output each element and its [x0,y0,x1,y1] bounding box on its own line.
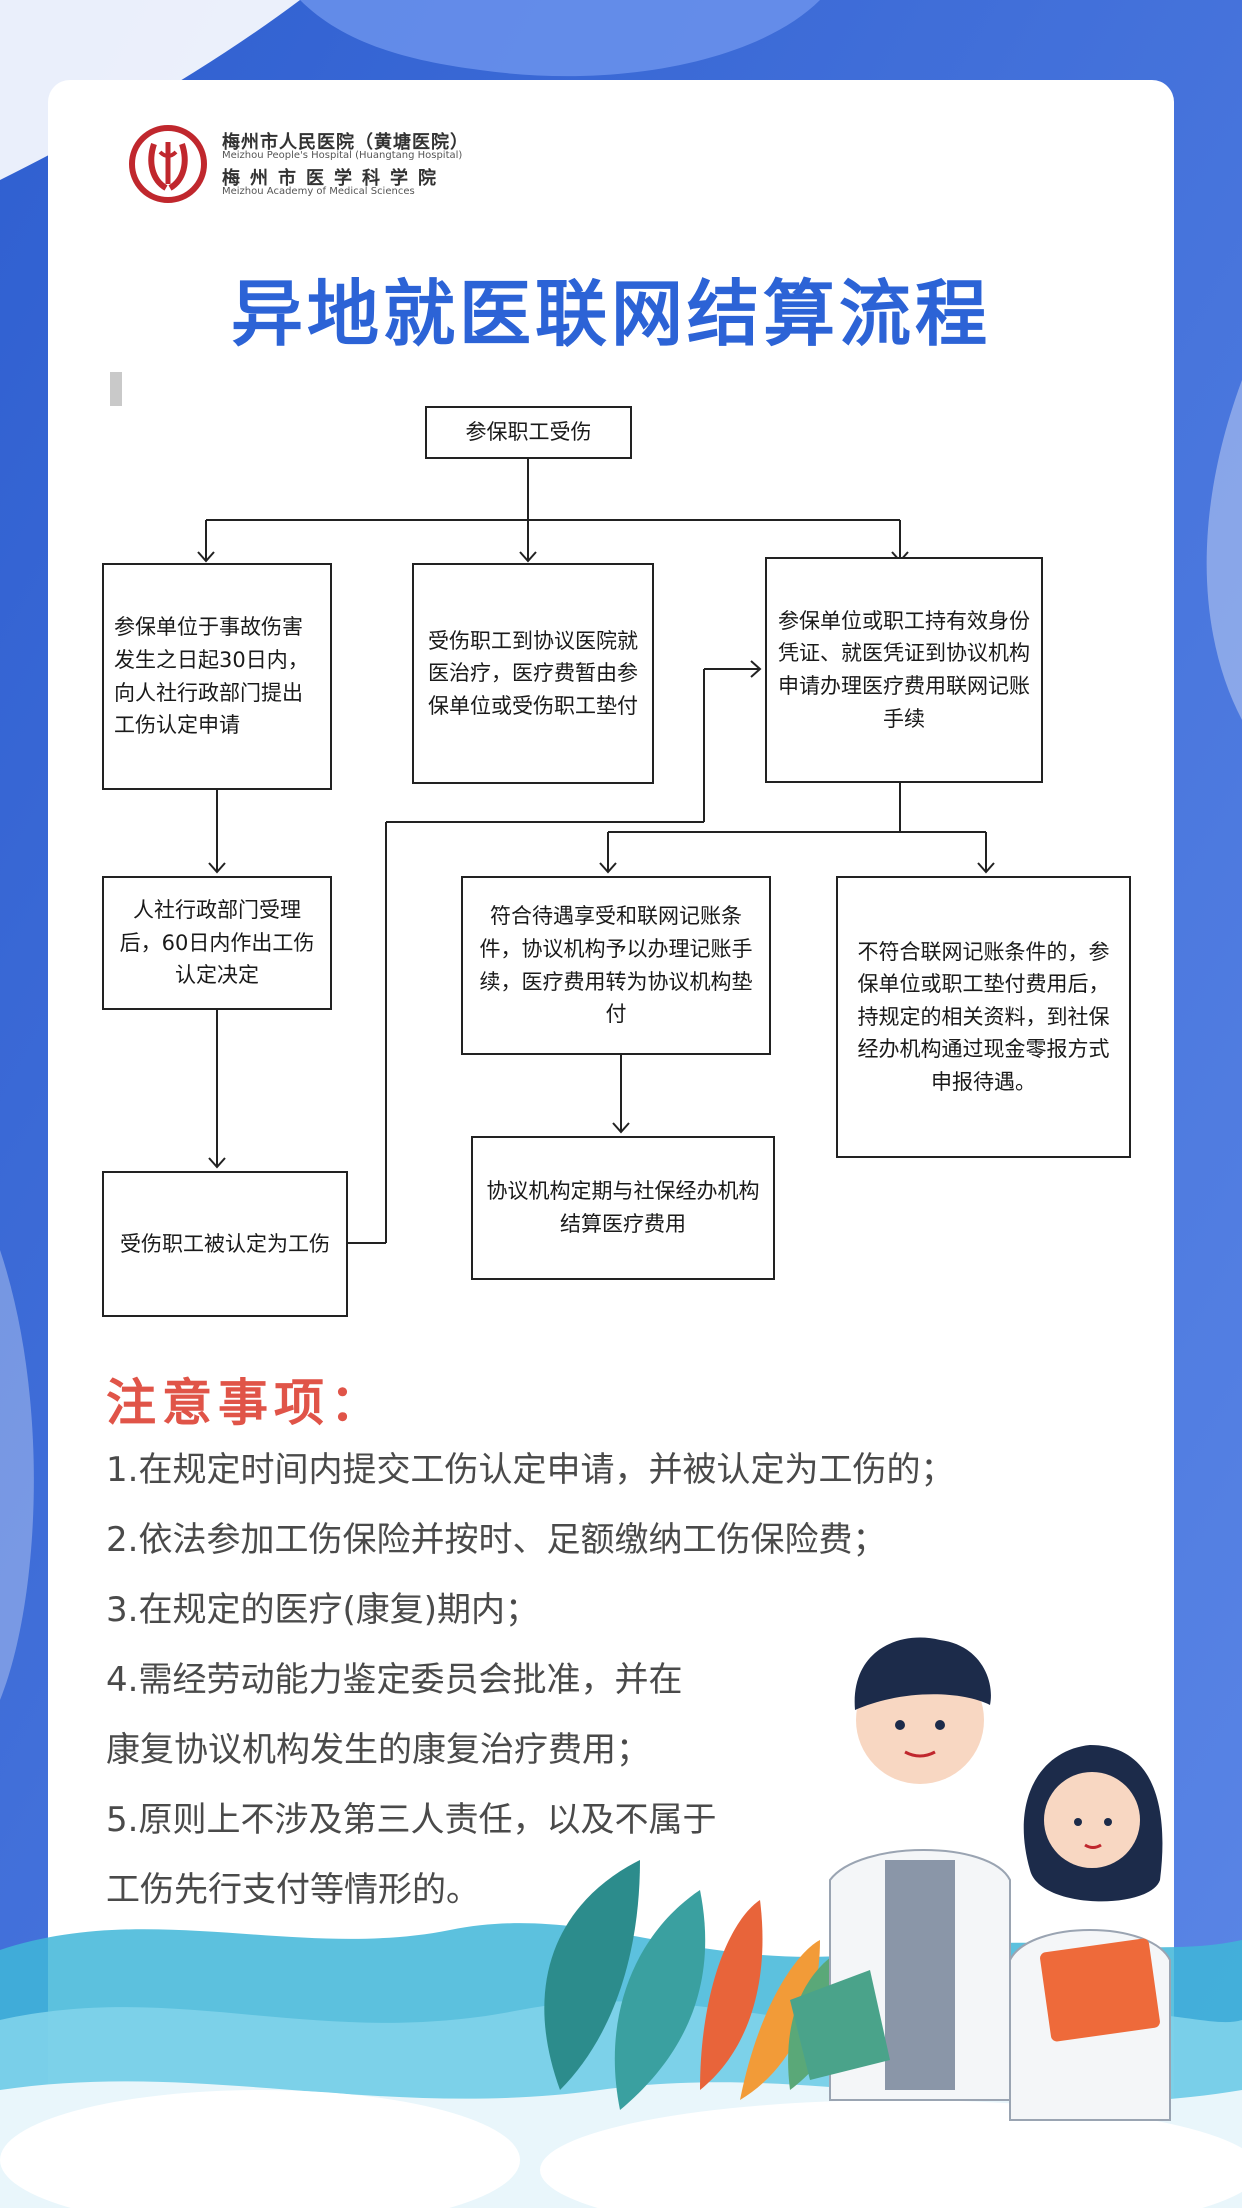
note-line: 4.需经劳动能力鉴定委员会批准，并在 [106,1660,683,1700]
note-line: 1.在规定时间内提交工伤认定申请，并被认定为工伤的； [106,1450,955,1490]
flow-mid-step1-box: 受伤职工到协议医院就医治疗，医疗费暂由参保单位或受伤职工垫付 [412,563,654,784]
flow-left-step3-box: 受伤职工被认定为工伤 [102,1171,348,1317]
notes-title: 注意事项： [106,1373,386,1432]
section-marker [110,372,122,406]
hospital-logo: 梅州市人民医院（黄塘医院） Meizhou People's Hospital … [126,122,586,212]
academy-name: 梅州市医学科学院 [222,168,446,189]
flow-left-step1-box: 参保单位于事故伤害发生之日起30日内，向人社行政部门提出工伤认定申请 [102,563,332,790]
flowchart-connectors [197,458,995,1244]
note-line: 康复协议机构发生的康复治疗费用； [106,1730,650,1770]
note-line: 工伤先行支付等情形的。 [106,1870,480,1910]
hospital-name-en: Meizhou People's Hospital (Huangtang Hos… [222,150,463,161]
flow-left-step2-box: 人社行政部门受理后，60日内作出工伤认定决定 [102,876,332,1010]
flow-mid-step2-box: 符合待遇享受和联网记账条件，协议机构予以办理记账手续，医疗费用转为协议机构垫付 [461,876,771,1055]
flow-right-step2-box: 不符合联网记账条件的，参保单位或职工垫付费用后，持规定的相关资料，到社保经办机构… [836,876,1131,1158]
hospital-name: 梅州市人民医院（黄塘医院） [222,132,469,153]
flow-mid-step3-box: 协议机构定期与社保经办机构结算医疗费用 [471,1136,775,1280]
academy-name-en: Meizhou Academy of Medical Sciences [222,186,415,197]
flow-start-box: 参保职工受伤 [425,406,632,459]
hospital-emblem-icon [129,125,207,203]
note-line: 2.依法参加工伤保险并按时、足额缴纳工伤保险费； [106,1520,887,1560]
content-card: 梅州市人民医院（黄塘医院） Meizhou People's Hospital … [48,80,1174,2140]
flow-right-step1-box: 参保单位或职工持有效身份凭证、就医凭证到协议机构申请办理医疗费用联网记账手续 [765,557,1043,783]
note-line: 3.在规定的医疗(康复)期内； [106,1590,539,1630]
note-line: 5.原则上不涉及第三人责任，以及不属于 [106,1800,717,1840]
page-title: 异地就医联网结算流程 [230,271,991,356]
